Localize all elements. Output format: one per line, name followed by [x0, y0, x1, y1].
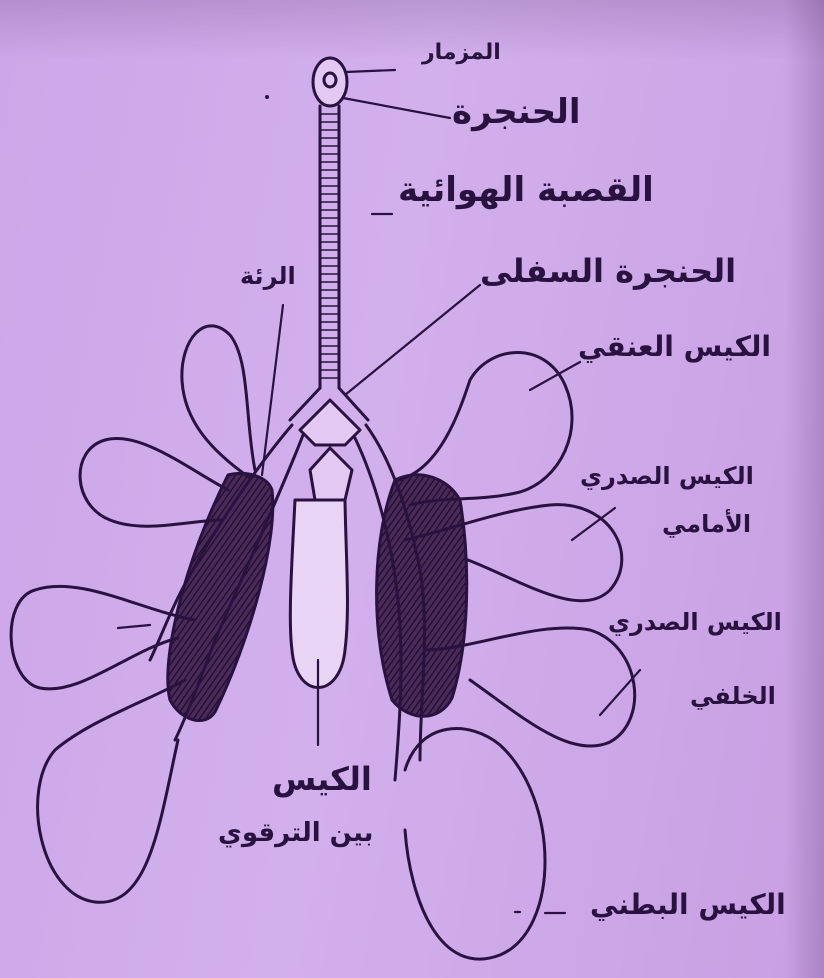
label-kis-sadri-amami-1: الكيس الصدري [580, 462, 754, 490]
cervical-sac-left [182, 326, 255, 478]
anterior-thoracic-sac-left [80, 438, 228, 526]
larynx-ring [313, 58, 347, 106]
label-kis-sadri-khalfi-2: الخلفي [690, 682, 776, 710]
label-mizmar: المزمار [422, 40, 501, 65]
dot-mark [265, 95, 269, 99]
abdominal-sac-right [405, 729, 545, 960]
label-kis-sadri-amami-2: الأمامي [662, 510, 751, 538]
trachea [320, 106, 339, 388]
label-kis-sadri-khalfi-1: الكيس الصدري [608, 608, 782, 636]
label-kis-batni: الكيس البطني [590, 888, 786, 921]
label-rea: الرئة [240, 262, 296, 290]
abdominal-sac-left [38, 680, 185, 902]
label-hanjara: الحنجرة [452, 92, 581, 132]
left-lung [168, 473, 273, 720]
label-kis-tarquwi-2: بين الترقوي [218, 818, 373, 848]
label-kis-unuqi: الكيس العنقي [578, 330, 771, 363]
label-qasaba: القصبة الهوائية [398, 170, 654, 210]
label-hanjara-sufla: الحنجرة السفلى [480, 252, 736, 290]
label-kis-tarquwi-1: الكيس [272, 760, 372, 798]
